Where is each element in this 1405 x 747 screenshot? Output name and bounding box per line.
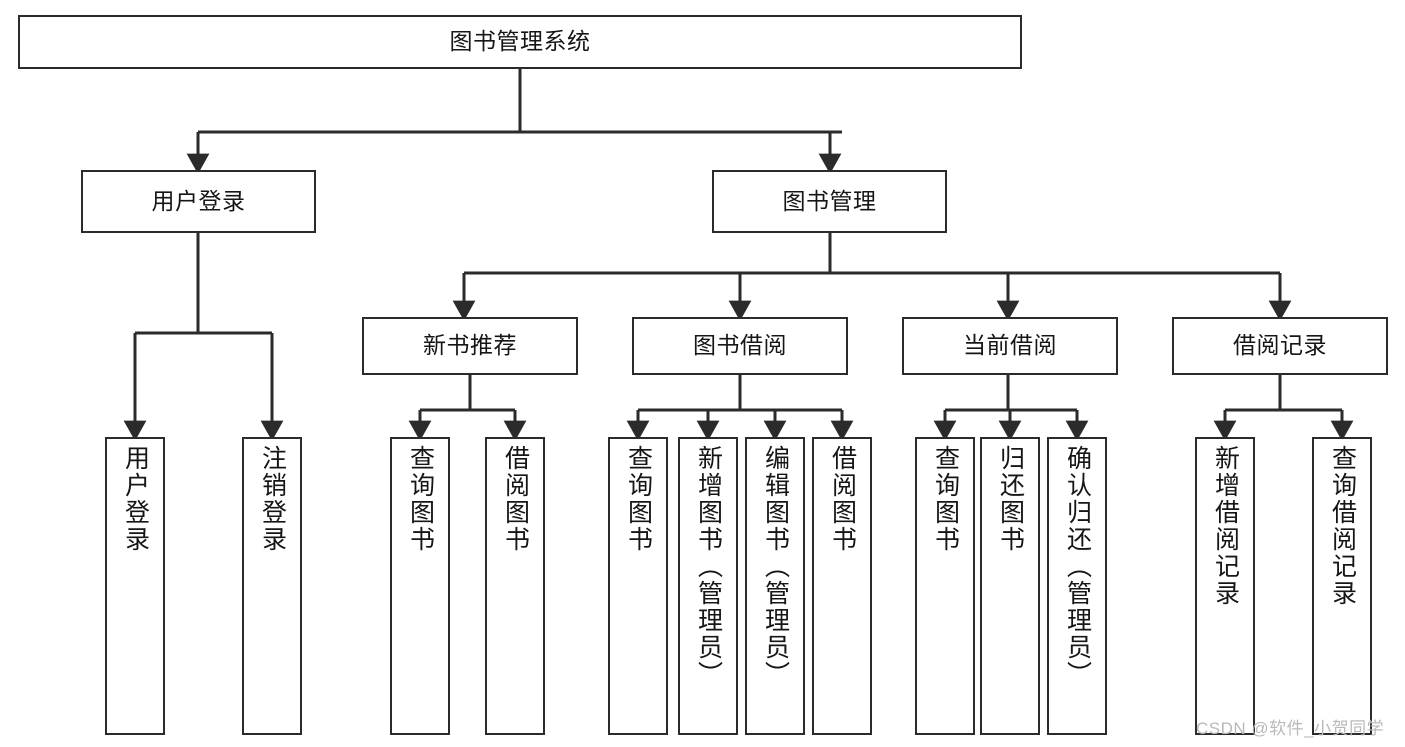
- node-leaf-query-book-borrow-label: 查询图书: [624, 445, 653, 553]
- node-leaf-query-book-newbook[interactable]: 查询图书: [390, 437, 450, 735]
- node-leaf-return-book[interactable]: 归还图书: [980, 437, 1040, 735]
- node-leaf-query-book-current[interactable]: 查询图书: [915, 437, 975, 735]
- node-leaf-borrow-book-newbook[interactable]: 借阅图书: [485, 437, 545, 735]
- node-borrow-record[interactable]: 借阅记录: [1172, 317, 1388, 375]
- node-leaf-query-book-current-label: 查询图书: [931, 445, 960, 553]
- node-leaf-confirm-return-admin-label: 确认归还（管理员）: [1063, 445, 1092, 688]
- node-leaf-edit-book-admin[interactable]: 编辑图书（管理员）: [745, 437, 805, 735]
- node-leaf-query-book-borrow[interactable]: 查询图书: [608, 437, 668, 735]
- node-book-management-label: 图书管理: [782, 187, 877, 214]
- node-leaf-logout-label: 注销登录: [258, 445, 287, 553]
- node-leaf-borrow-book-label: 借阅图书: [828, 445, 857, 553]
- node-user-login-label: 用户登录: [151, 187, 246, 214]
- node-leaf-return-book-label: 归还图书: [996, 445, 1025, 553]
- node-book-borrow-label: 图书借阅: [693, 332, 787, 359]
- node-book-borrow[interactable]: 图书借阅: [632, 317, 848, 375]
- node-leaf-user-login[interactable]: 用户登录: [105, 437, 165, 735]
- node-leaf-borrow-book[interactable]: 借阅图书: [812, 437, 872, 735]
- node-current-borrow[interactable]: 当前借阅: [902, 317, 1118, 375]
- node-leaf-query-borrow-record-label: 查询借阅记录: [1328, 445, 1357, 607]
- node-current-borrow-label: 当前借阅: [963, 332, 1057, 359]
- node-leaf-add-borrow-record[interactable]: 新增借阅记录: [1195, 437, 1255, 735]
- node-new-book-recommend[interactable]: 新书推荐: [362, 317, 578, 375]
- node-leaf-query-borrow-record[interactable]: 查询借阅记录: [1312, 437, 1372, 735]
- node-user-login[interactable]: 用户登录: [81, 170, 316, 233]
- node-leaf-user-login-label: 用户登录: [121, 445, 150, 553]
- node-leaf-add-book-admin[interactable]: 新增图书（管理员）: [678, 437, 738, 735]
- node-leaf-add-borrow-record-label: 新增借阅记录: [1211, 445, 1240, 607]
- node-leaf-logout[interactable]: 注销登录: [242, 437, 302, 735]
- watermark-text: CSDN @软件_小贺同学: [1196, 719, 1385, 738]
- node-leaf-borrow-book-newbook-label: 借阅图书: [501, 445, 530, 553]
- node-leaf-edit-book-admin-label: 编辑图书（管理员）: [761, 445, 790, 688]
- node-leaf-query-book-newbook-label: 查询图书: [406, 445, 435, 553]
- node-root-label: 图书管理系统: [449, 28, 591, 55]
- node-root[interactable]: 图书管理系统: [18, 15, 1022, 69]
- node-borrow-record-label: 借阅记录: [1233, 332, 1327, 359]
- node-leaf-confirm-return-admin[interactable]: 确认归还（管理员）: [1047, 437, 1107, 735]
- node-book-management[interactable]: 图书管理: [712, 170, 947, 233]
- node-new-book-recommend-label: 新书推荐: [423, 332, 517, 359]
- node-leaf-add-book-admin-label: 新增图书（管理员）: [694, 445, 723, 688]
